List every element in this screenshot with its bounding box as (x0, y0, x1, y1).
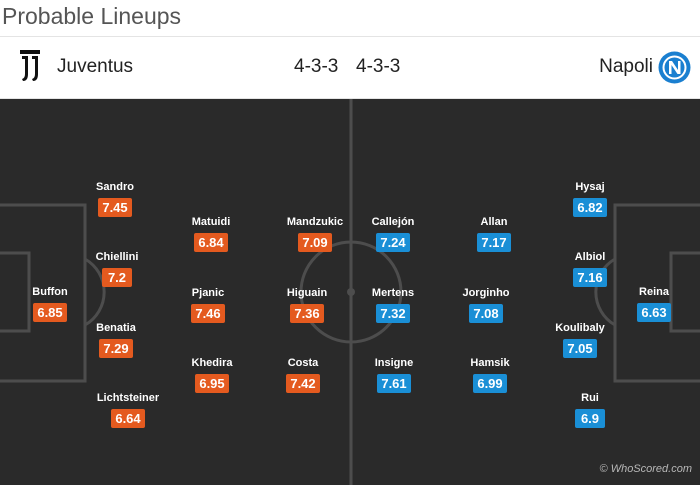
player-rui[interactable]: Rui 6.9 (550, 391, 630, 428)
player-rating: 7.16 (573, 268, 607, 287)
player-benatia[interactable]: Benatia 7.29 (76, 321, 156, 358)
home-formation: 4-3-3 (294, 56, 339, 77)
player-rating: 6.64 (111, 409, 145, 428)
player-hysaj[interactable]: Hysaj 6.82 (550, 180, 630, 217)
player-rating: 7.46 (191, 304, 225, 323)
player-rating: 7.45 (98, 198, 132, 217)
player-rating: 7.42 (286, 374, 320, 393)
player-name: Hysaj (575, 181, 605, 193)
player-lichtsteiner[interactable]: Lichtsteiner 6.64 (88, 391, 168, 428)
page-title: Probable Lineups (2, 3, 182, 29)
player-rating: 6.82 (573, 198, 607, 217)
player-rating: 6.9 (575, 409, 605, 428)
player-sandro[interactable]: Sandro 7.45 (75, 180, 155, 217)
player-higuain[interactable]: Higuain 7.36 (267, 286, 347, 323)
player-name: Albiol (574, 251, 606, 263)
player-name: Matuidi (191, 216, 231, 228)
player-jorginho[interactable]: Jorginho 7.08 (446, 286, 526, 323)
player-rating: 7.2 (102, 268, 132, 287)
player-name: Costa (287, 357, 319, 369)
player-name: Insigne (374, 357, 414, 369)
pitch: Buffon 6.85 Sandro 7.45 Chiellini 7.2 Be… (0, 99, 700, 485)
player-name: Higuain (286, 287, 328, 299)
player-name: Benatia (96, 322, 136, 334)
player-costa[interactable]: Costa 7.42 (263, 356, 343, 393)
player-chiellini[interactable]: Chiellini 7.2 (77, 250, 157, 287)
player-callejon[interactable]: Callejón 7.24 (353, 215, 433, 252)
player-rating: 6.95 (195, 374, 229, 393)
player-name: Jorginho (462, 287, 510, 299)
napoli-crest-icon (658, 51, 691, 84)
player-hamsik[interactable]: Hamsik 6.99 (450, 356, 530, 393)
away-formation: 4-3-3 (356, 56, 401, 77)
player-name: Pjanic (191, 287, 225, 299)
player-rating: 7.36 (290, 304, 324, 323)
player-rating: 7.17 (477, 233, 511, 252)
juventus-crest-icon (20, 50, 40, 81)
player-name: Lichtsteiner (96, 392, 160, 404)
player-albiol[interactable]: Albiol 7.16 (550, 250, 630, 287)
player-reina[interactable]: Reina 6.63 (614, 285, 694, 322)
player-koulibaly[interactable]: Koulibaly 7.05 (540, 321, 620, 358)
player-name: Callejón (371, 216, 415, 228)
player-name: Mandzukic (286, 216, 344, 228)
player-buffon[interactable]: Buffon 6.85 (10, 285, 90, 322)
player-rating: 7.24 (376, 233, 410, 252)
player-name: Khedira (191, 357, 233, 369)
copyright-text: © WhoScored.com (599, 463, 692, 475)
player-name: Allan (480, 216, 508, 228)
away-team-name[interactable]: Napoli (599, 56, 653, 77)
player-name: Koulibaly (555, 322, 605, 334)
player-insigne[interactable]: Insigne 7.61 (354, 356, 434, 393)
player-name: Hamsik (470, 357, 510, 369)
player-allan[interactable]: Allan 7.17 (454, 215, 534, 252)
player-matuidi[interactable]: Matuidi 6.84 (171, 215, 251, 252)
player-name: Buffon (32, 286, 68, 298)
player-khedira[interactable]: Khedira 6.95 (172, 356, 252, 393)
player-mertens[interactable]: Mertens 7.32 (353, 286, 433, 323)
match-header: Juventus 4-3-3 4-3-3 Napoli (0, 36, 700, 99)
player-rating: 6.63 (637, 303, 671, 322)
pitch-markings (0, 99, 700, 485)
player-rating: 6.85 (33, 303, 67, 322)
player-rating: 7.32 (376, 304, 410, 323)
player-name: Chiellini (95, 251, 139, 263)
player-pjanic[interactable]: Pjanic 7.46 (168, 286, 248, 323)
player-rating: 6.84 (194, 233, 228, 252)
player-rating: 7.29 (99, 339, 133, 358)
player-mandzukic[interactable]: Mandzukic 7.09 (275, 215, 355, 252)
home-team-name[interactable]: Juventus (57, 56, 134, 77)
player-name: Sandro (96, 181, 134, 193)
player-rating: 6.99 (473, 374, 507, 393)
player-name: Mertens (371, 287, 415, 299)
player-rating: 7.05 (563, 339, 597, 358)
player-name: Reina (639, 286, 669, 298)
player-rating: 7.61 (377, 374, 411, 393)
player-name: Rui (581, 392, 599, 404)
player-rating: 7.08 (469, 304, 503, 323)
title-bar: Probable Lineups (0, 0, 700, 36)
player-rating: 7.09 (298, 233, 332, 252)
